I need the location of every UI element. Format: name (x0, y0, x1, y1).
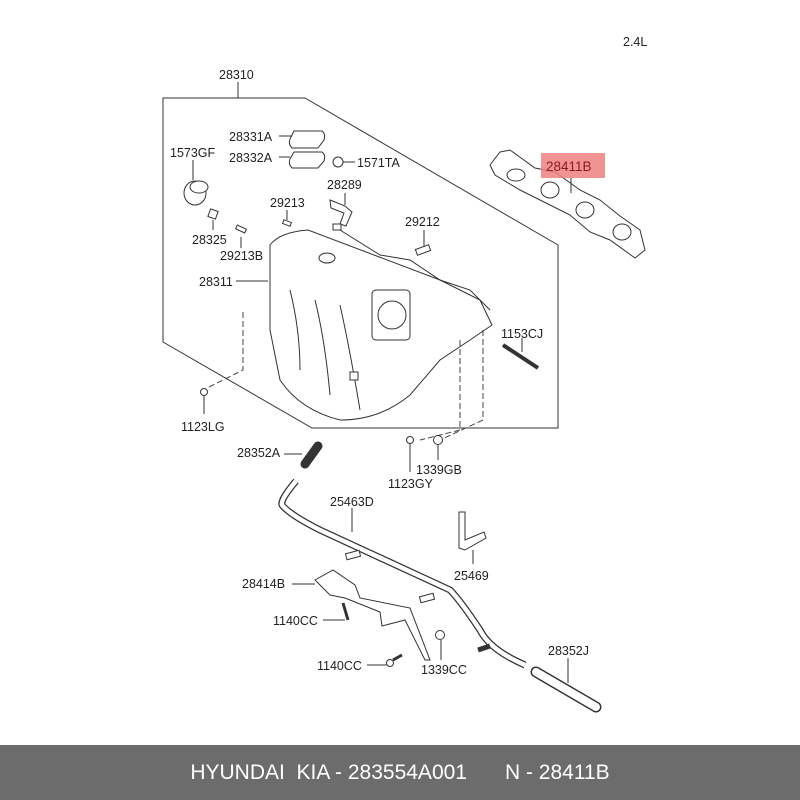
dashed-leaders (206, 312, 484, 441)
label-1573GF: 1573GF (170, 146, 216, 160)
label-1153CJ: 1153CJ (501, 327, 543, 341)
engine-label: 2.4L (623, 35, 647, 49)
intake-manifold-28311 (236, 229, 493, 421)
label-1339CC: 1339CC (421, 663, 467, 677)
footer-diagram-ref: N - 28411B (504, 760, 610, 784)
parts-diagram: 2.4L 28310 28331A 28332A 1573GF 1571TA 2… (162, 35, 647, 713)
label-25469: 25469 (454, 569, 489, 583)
footer-brand-part-number: HYUNDAI KIA - 283554A001 (190, 760, 467, 784)
label-28352A: 28352A (237, 446, 281, 460)
pipe-25463D (278, 478, 527, 669)
label-28411B: 28411B (546, 159, 592, 174)
label-28311: 28311 (199, 275, 233, 289)
label-1140CC-lower: 1140CC (317, 659, 362, 673)
nut-1571TA (332, 156, 355, 168)
bolt-nut-group (406, 435, 443, 472)
label-28289: 28289 (327, 178, 362, 192)
fitting-28289 (329, 193, 353, 231)
footer-bar: HYUNDAI KIA - 283554A001 N - 28411B (0, 745, 800, 800)
label-29213B: 29213B (220, 249, 263, 263)
label-1571TA: 1571TA (357, 156, 401, 170)
label-1123LG: 1123LG (181, 420, 225, 434)
bracket-28414B (292, 569, 431, 661)
assembly-outline (162, 82, 559, 429)
label-28325: 28325 (192, 233, 227, 247)
label-29212: 29212 (405, 215, 440, 229)
pins (207, 208, 432, 256)
label-28414B: 28414B (242, 577, 285, 591)
label-1123GY: 1123GY (388, 477, 434, 491)
hose-28352A (284, 441, 323, 469)
stud-1153CJ (501, 338, 540, 370)
label-1339GB: 1339GB (416, 463, 462, 477)
bolts-1140CC (323, 602, 445, 667)
label-1140CC-upper: 1140CC (273, 614, 318, 628)
label-28352J: 28352J (548, 644, 589, 658)
label-28310: 28310 (219, 68, 254, 82)
label-25463D: 25463D (330, 495, 374, 509)
label-29213: 29213 (270, 196, 305, 210)
label-28332A: 28332A (229, 151, 273, 165)
label-28331A: 28331A (229, 130, 273, 144)
gasket-plates (279, 130, 326, 169)
highlight-28411B (541, 153, 605, 178)
tee-25469 (458, 511, 487, 564)
seal-ring-1573GF (183, 160, 209, 206)
hose-28352J (530, 658, 602, 713)
bolt-1123LG (200, 388, 208, 414)
